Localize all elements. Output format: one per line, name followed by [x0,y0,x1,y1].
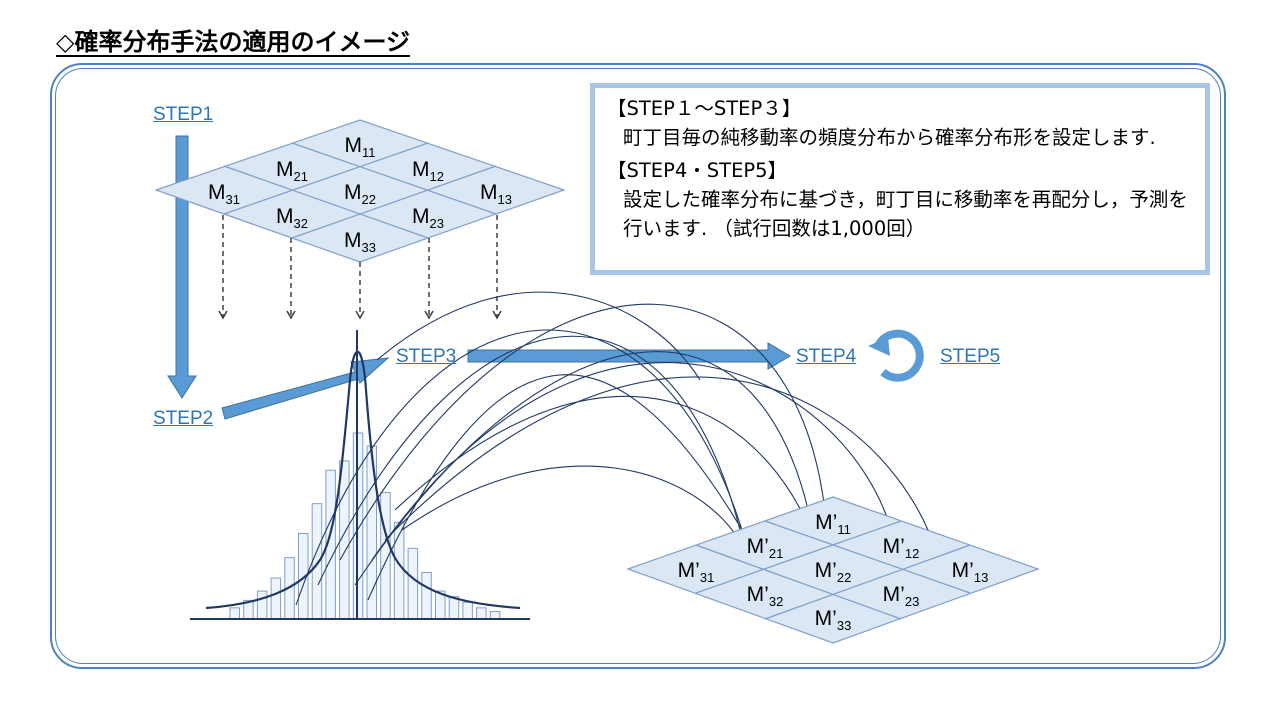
cell-m-prime-33: M’33 [815,607,852,633]
cell-m-prime-32: M’32 [747,583,784,609]
step5-link[interactable]: STEP5 [940,346,1001,367]
top-grid-labels: M11 M21 M12 M31 M22 M13 M32 M23 M33 [208,134,512,255]
bottom-grid-labels: M’11 M’21 M’12 M’31 M’22 M’13 M’32 M’23 … [678,511,989,633]
cell-m11: M11 [345,134,376,160]
slide-title: ◇確率分布手法の適用のイメージ [56,28,410,56]
info-text-step1-3: 町丁目毎の純移動率の頻度分布から確率分布形を設定します. [623,126,1156,149]
histogram-bar [476,607,487,620]
cell-m-prime-13: M’13 [952,559,989,585]
histogram-bar [352,432,364,620]
info-heading-step1-3: 【STEP１～STEP３】 [607,97,802,120]
cell-m22: M22 [344,181,376,207]
cell-m-prime-22: M’22 [815,559,852,585]
histogram-bar [448,596,460,620]
cell-m-prime-21: M’21 [747,535,784,561]
info-box: 【STEP１～STEP３】 町丁目毎の純移動率の頻度分布から確率分布形を設定しま… [590,83,1210,275]
histogram-bar [421,572,432,620]
bottom-diamond-grid [626,496,1040,644]
histogram-bar [270,577,282,620]
diagram-frame [50,63,1226,669]
histogram-bar [407,547,419,620]
cell-m13: M13 [480,181,512,207]
step2-link[interactable]: STEP2 [153,408,214,429]
step1-to-step2-arrow [167,135,197,399]
histogram-bar [393,521,405,620]
dashed-drop-arrows [218,215,502,320]
histogram-bar [462,601,473,620]
diagram-frame-inner [55,68,1221,664]
cell-m-prime-12: M’12 [883,535,920,561]
cell-m23: M23 [412,205,444,231]
step4-link[interactable]: STEP4 [796,346,857,367]
cell-m31: M31 [208,181,240,207]
redistribution-arcs [295,291,941,609]
cell-m32: M32 [276,205,308,231]
step3-link[interactable]: STEP3 [396,346,457,367]
probability-distribution-curve [205,350,521,610]
histogram-bar [256,590,268,620]
info-heading-step4-5: 【STEP4・STEP5】 [607,159,788,182]
cell-m21: M21 [276,158,308,184]
cell-m-prime-31: M’31 [678,559,715,585]
cell-m-prime-23: M’23 [883,583,920,609]
histogram-bar [489,611,501,620]
cycle-arrow-icon [868,329,924,382]
step1-link[interactable]: STEP1 [153,104,214,125]
info-text-step4-5: 設定した確率分布に基づき，町丁目に移動率を再配分し，予測を行います. （試行回数… [623,188,1188,240]
frequency-histogram [229,432,501,620]
cell-m-prime-11: M’11 [815,511,851,537]
step2-to-step3-arrow [221,357,390,420]
cell-m33: M33 [344,229,376,255]
histogram-bar [229,607,240,620]
cell-m12: M12 [412,158,444,184]
